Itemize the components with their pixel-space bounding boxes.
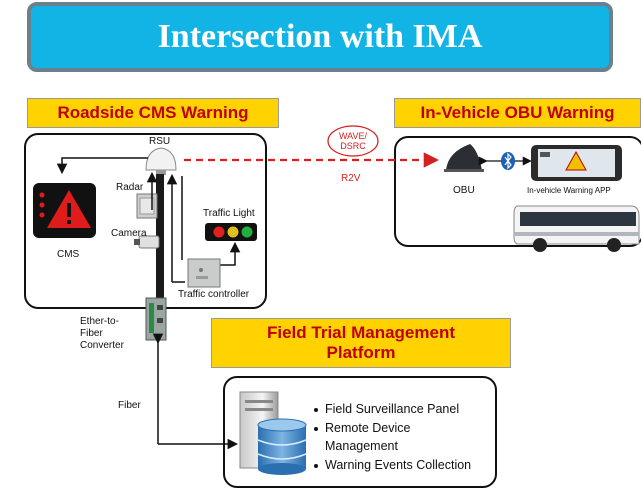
platform-item-remote-device: Remote Device [325,421,411,435]
bullet-3 [314,464,318,468]
platform-item-surveillance: Field Surveillance Panel [325,402,460,416]
bullet-1 [314,408,318,412]
traffic-controller-label: Traffic controller [178,289,250,300]
title-banner: Intersection with IMA [27,2,613,72]
cms-sign-icon [33,183,96,238]
platform-item-warning-events: Warning Events Collection [325,458,472,472]
platform-item-management: Management [325,439,398,453]
roadside-label-text: Roadside CMS Warning [57,103,249,122]
bullet-2 [314,427,318,431]
traffic-light-icon [205,223,257,241]
in-vehicle-obu-warning-label: In-Vehicle OBU Warning [394,98,641,128]
platform-label-line2: Platform [326,343,396,362]
camera-label: Camera [111,228,147,239]
warning-app-label: In-vehicle Warning APP [527,186,611,195]
wave-label-line2: DSRC [340,141,366,151]
traffic-light-label: Traffic Light [203,208,255,219]
field-trial-platform-label: Field Trial Management Platform [211,318,511,368]
camera-icon [134,235,160,249]
radar-icon [136,193,158,219]
roadside-cms-warning-label: Roadside CMS Warning [27,98,279,128]
converter-line3: Converter [80,340,124,351]
bus-icon [513,205,640,252]
rsu-label: RSU [149,136,171,147]
controller-to-light-arrow [219,241,241,266]
traffic-controller-icon [187,258,221,288]
obu-icon [444,144,484,172]
database-icon [257,418,307,475]
converter-line1: Ether-to- [80,316,119,327]
converter-label: Ether-to- Fiber Converter [80,316,124,352]
rsu-to-cms-arrow [56,157,148,175]
cms-label: CMS [57,249,80,260]
converter-icon [145,297,167,341]
wave-dsrc-label: WAVE/ DSRC [333,131,373,151]
page-title: Intersection with IMA [157,18,483,55]
wave-dsrc-bubble [327,125,379,157]
in-vehicle-label-text: In-Vehicle OBU Warning [420,103,615,122]
r2v-label: R2V [341,173,361,184]
rsu-antenna-icon [145,147,177,175]
converter-line2: Fiber [80,328,103,339]
warning-app-phone-icon [531,145,622,181]
bluetooth-icon [501,152,515,170]
pole [156,174,164,334]
platform-label-line1: Field Trial Management [267,323,455,342]
obu-label: OBU [453,185,475,196]
wave-label-line1: WAVE/ [338,131,367,141]
fiber-label: Fiber [118,400,141,411]
radar-label: Radar [116,182,144,193]
